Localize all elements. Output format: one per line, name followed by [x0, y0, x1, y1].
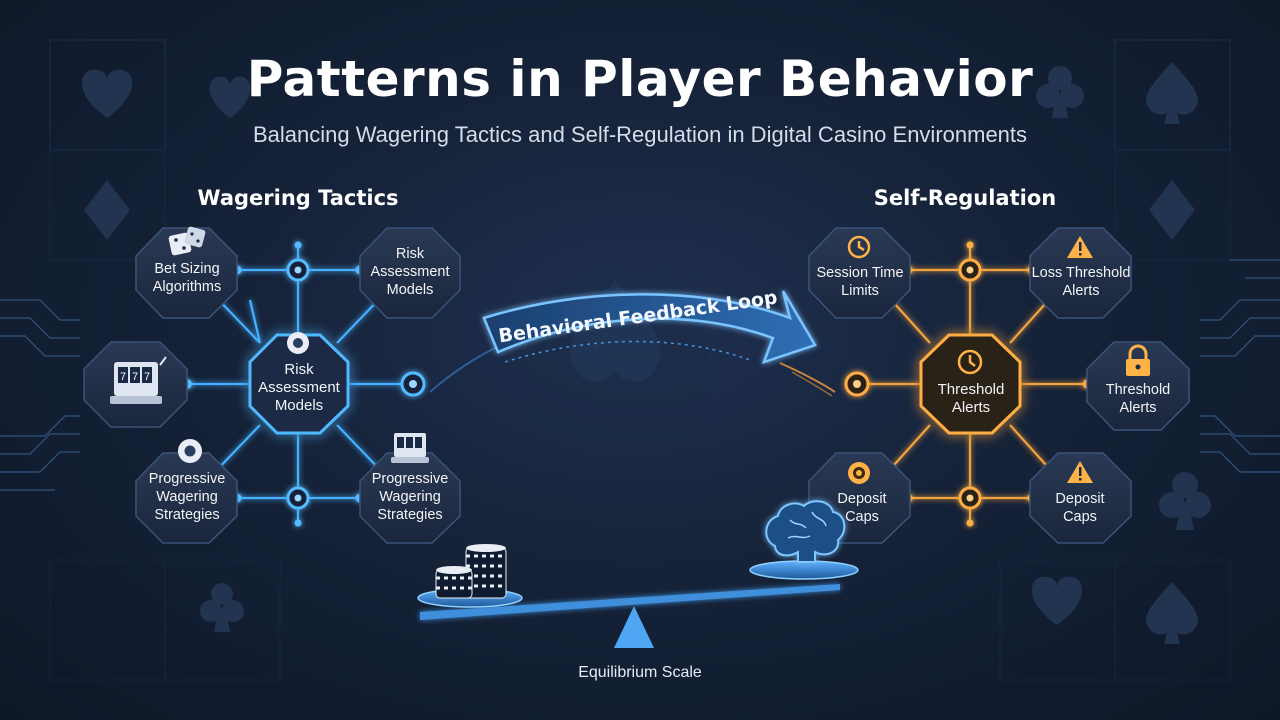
node-deposit-caps-left: Deposit Caps	[837, 491, 887, 525]
equilibrium-scale-label: Equilibrium Scale	[578, 664, 702, 681]
left-circuit-traces	[0, 299, 80, 491]
right-network-nodes	[844, 241, 1093, 527]
node-progressive-wagering-right: Progressive Wagering Strategies	[371, 471, 449, 523]
node-progressive-wagering-left: Progressive Wagering Strategies	[148, 471, 226, 523]
slot-machine-icon: 7 7 7	[110, 356, 167, 404]
brain-icon	[765, 500, 846, 563]
feedback-arrow	[429, 290, 836, 397]
node-threshold-alerts-right: Threshold Alerts	[1105, 382, 1171, 416]
equilibrium-scale	[417, 560, 859, 648]
page-subtitle: Balancing Wagering Tactics and Self-Regu…	[252, 122, 1028, 147]
clock-icon	[847, 235, 983, 375]
spade-suit-icon	[1146, 62, 1198, 644]
chip-icon	[848, 462, 870, 484]
right-section-heading: Self-Regulation	[873, 186, 1057, 210]
node-loss-threshold-alerts: Loss Threshold Alerts	[1031, 265, 1131, 299]
background-suit-tiles	[49, 39, 1231, 681]
slot-machine-icon	[391, 433, 429, 463]
poker-chip-icon	[178, 332, 309, 463]
node-risk-assessment-models-top: Risk Assessment Models	[370, 246, 450, 298]
svg-text:7: 7	[120, 371, 126, 383]
poker-chip-stacks	[435, 544, 507, 599]
dice-icon	[168, 226, 206, 256]
node-bet-sizing-algorithms: Bet Sizing Algorithms	[152, 261, 222, 295]
lock-icon	[1126, 344, 1150, 376]
diamond-suit-icon	[84, 180, 1195, 240]
svg-text:7: 7	[132, 371, 138, 383]
svg-text:7: 7	[144, 371, 150, 383]
left-section-heading: Wagering Tactics	[197, 186, 399, 210]
node-session-time-limits: Session Time Limits	[816, 265, 904, 299]
club-suit-icon	[200, 66, 1211, 632]
page-title: Patterns in Player Behavior	[246, 50, 1034, 108]
warning-icon	[1067, 236, 1093, 483]
heart-suit-icon	[81, 69, 1083, 625]
right-circuit-traces	[1200, 259, 1280, 473]
node-deposit-caps-right: Deposit Caps	[1055, 491, 1105, 525]
node-risk-assessment-models-center: Risk Assessment Models	[258, 361, 340, 414]
node-threshold-alerts-center: Threshold Alerts	[937, 381, 1005, 416]
